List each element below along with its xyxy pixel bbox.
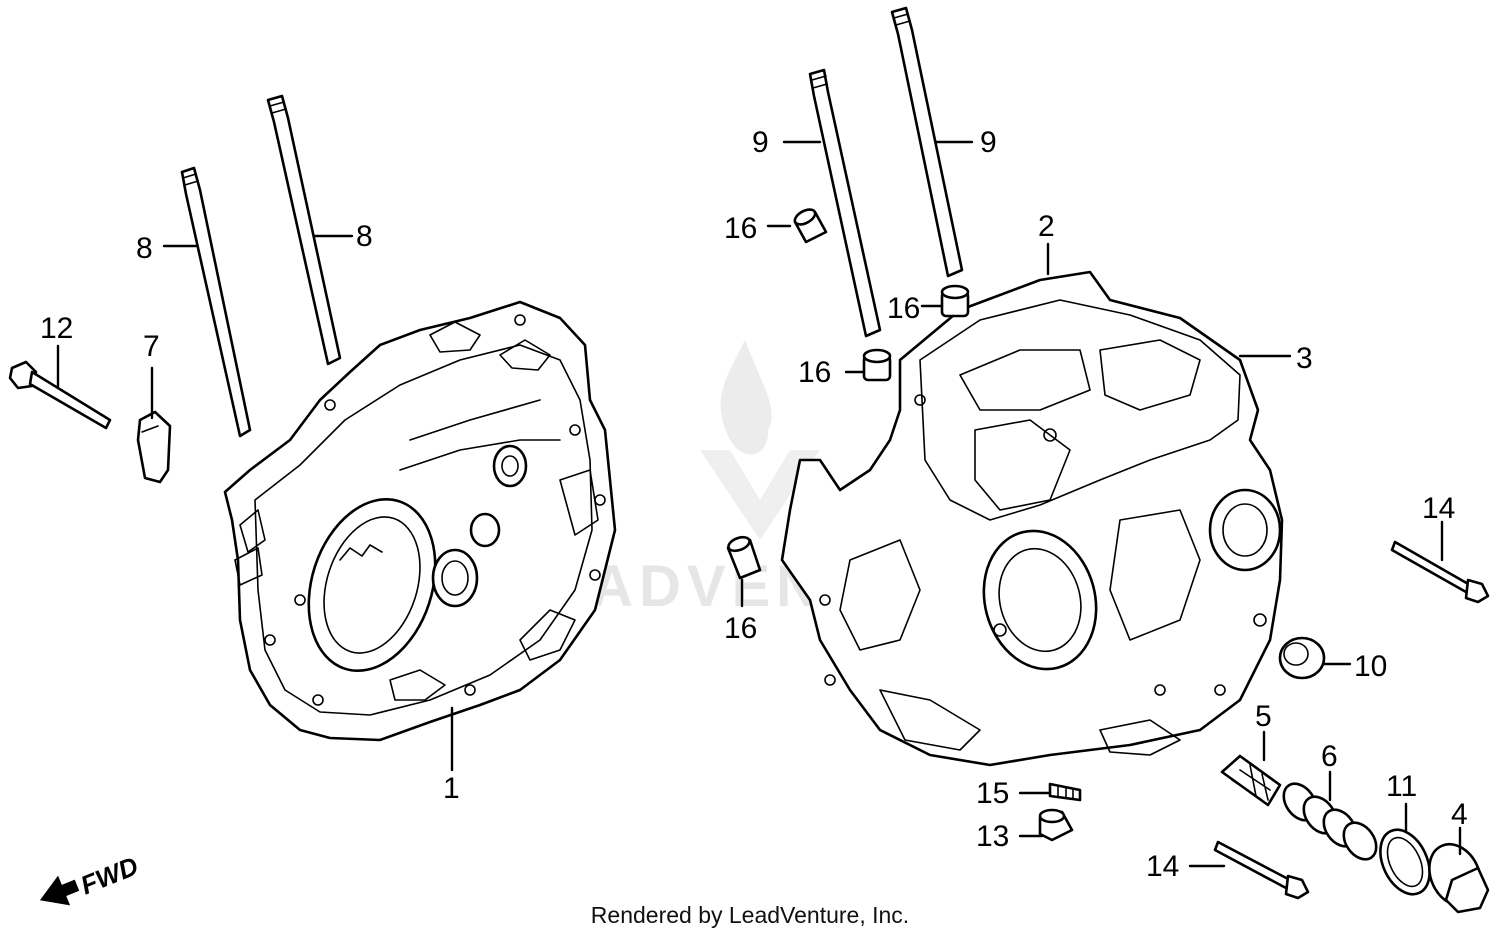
callout-2: 2 [1038, 210, 1055, 243]
o-ring-11 [1379, 828, 1431, 896]
plug-13 [1038, 808, 1074, 842]
callout-8-right: 8 [356, 220, 373, 253]
left-crankcase-half [223, 300, 617, 742]
callout-16-d: 16 [724, 612, 757, 645]
fwd-arrow-icon [39, 875, 80, 906]
clamp-7 [136, 410, 172, 484]
spring-6 [1282, 782, 1378, 861]
callout-12: 12 [40, 312, 73, 345]
callout-9-right: 9 [980, 126, 997, 159]
stud-8-right [266, 94, 342, 366]
stud-9-left [808, 68, 882, 338]
callout-8-left: 8 [136, 232, 153, 265]
oil-strainer-5 [1220, 754, 1282, 807]
v-logo-icon [700, 450, 820, 540]
callout-16-c: 16 [798, 356, 831, 389]
flame-logo-icon [720, 340, 772, 455]
dowel-pin-16-a [793, 208, 828, 244]
callout-labels: 8 8 12 7 1 9 9 16 16 16 16 2 3 14 10 5 6… [40, 126, 1468, 883]
callout-3: 3 [1296, 342, 1313, 375]
callout-11: 11 [1386, 770, 1417, 803]
footer-credit: Rendered by LeadVenture, Inc. [590, 902, 910, 928]
callout-7: 7 [143, 330, 160, 363]
callout-16-b: 16 [887, 292, 920, 325]
cap-4 [1428, 842, 1490, 914]
callout-4: 4 [1451, 798, 1468, 831]
callout-16-a: 16 [724, 212, 757, 245]
callout-6: 6 [1321, 740, 1338, 773]
leader-lines [56, 140, 1462, 868]
dowel-pin-16-b [940, 284, 970, 318]
bolt-14-bottom [1213, 840, 1310, 900]
stud-8-left [180, 166, 252, 438]
oil-seal-10 [1278, 636, 1326, 680]
stud-9-right [890, 6, 964, 278]
bolt-14-right [1390, 540, 1490, 604]
callout-15: 15 [976, 777, 1009, 810]
callout-10: 10 [1354, 650, 1387, 683]
callout-14-right: 14 [1422, 492, 1455, 525]
callout-13: 13 [976, 820, 1009, 853]
right-crankcase-half [780, 270, 1284, 767]
fwd-label: FWD [76, 850, 142, 900]
callout-5: 5 [1255, 700, 1272, 733]
dowel-pin-16-d [726, 535, 762, 580]
dowel-pin-16-c [862, 348, 892, 382]
callout-1: 1 [443, 772, 460, 805]
callout-14-bottom: 14 [1146, 850, 1179, 883]
bolt-12 [8, 360, 112, 430]
callout-9-left: 9 [752, 126, 769, 159]
bolt-15 [1048, 782, 1082, 802]
